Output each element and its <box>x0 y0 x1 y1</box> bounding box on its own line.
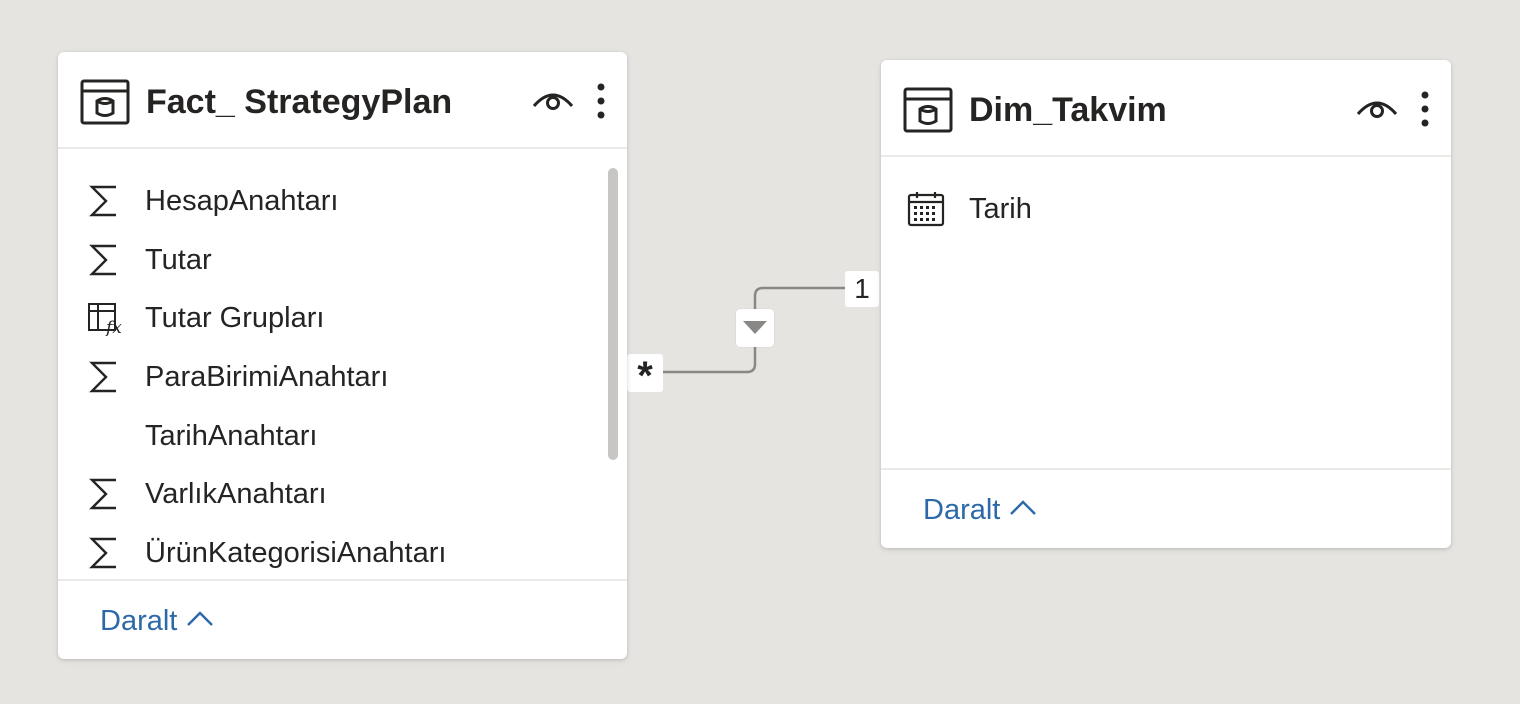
field-label: ParaBirimiAnahtarı <box>145 361 389 393</box>
table-title: Dim_Takvim <box>969 91 1167 129</box>
field-row[interactable]: TarihAnahtarı <box>58 410 607 460</box>
field-label: TarihAnahtarı <box>145 420 318 452</box>
table-card-footer: Daralt <box>58 579 627 659</box>
collapse-button[interactable]: Daralt <box>923 494 1038 527</box>
more-vertical-icon[interactable] <box>1415 90 1435 130</box>
field-label: Tutar Grupları <box>145 302 325 334</box>
field-row[interactable]: Tutar <box>58 234 607 284</box>
scrollbar[interactable] <box>608 168 618 460</box>
field-row[interactable]: Tarih <box>881 183 1431 233</box>
table-icon <box>80 79 130 125</box>
sigma-icon <box>89 361 116 393</box>
sigma-icon <box>89 478 116 510</box>
field-label: HesapAnahtarı <box>145 185 339 217</box>
svg-text:fx: fx <box>104 318 122 336</box>
calculated-column-icon: fx <box>88 303 122 336</box>
cardinality-one-badge: 1 <box>845 271 879 307</box>
eye-icon[interactable] <box>531 86 575 116</box>
more-vertical-icon[interactable] <box>591 82 611 122</box>
table-card-dim-takvim[interactable]: Dim_Takvim Tarih <box>881 60 1451 548</box>
sigma-icon <box>89 244 116 276</box>
table-title: Fact_ StrategyPlan <box>146 83 453 121</box>
sigma-icon <box>89 185 116 217</box>
collapse-button[interactable]: Daralt <box>100 605 215 638</box>
eye-icon[interactable] <box>1355 94 1399 124</box>
chevron-up-icon <box>187 611 214 627</box>
field-row[interactable]: HesapAnahtarı <box>58 175 607 225</box>
field-label: Tutar <box>145 244 212 276</box>
table-card-header[interactable]: Fact_ StrategyPlan <box>58 52 627 149</box>
collapse-label: Daralt <box>923 494 1001 526</box>
cardinality-many-badge: * <box>627 354 663 398</box>
field-label: Tarih <box>969 193 1032 225</box>
field-label: VarlıkAnahtarı <box>145 478 327 510</box>
field-row[interactable]: ParaBirimiAnahtarı <box>58 351 607 401</box>
field-row[interactable]: fx Tutar Grupları <box>58 292 607 342</box>
field-label: ÜrünKategorisiAnahtarı <box>145 537 447 569</box>
field-row[interactable]: ÜrünKategorisiAnahtarı <box>58 527 607 577</box>
collapse-label: Daralt <box>100 605 178 637</box>
field-row[interactable]: VarlıkAnahtarı <box>58 468 607 518</box>
chevron-up-icon <box>1010 500 1037 516</box>
table-card-fact-strategyplan[interactable]: Fact_ StrategyPlan HesapAnahtarı Tutar <box>58 52 627 659</box>
sigma-icon <box>89 537 116 569</box>
calendar-icon <box>907 192 945 227</box>
table-card-header[interactable]: Dim_Takvim <box>881 60 1451 157</box>
table-card-footer: Daralt <box>881 468 1451 548</box>
table-icon <box>903 87 953 133</box>
filter-direction-arrow-icon[interactable] <box>736 309 774 347</box>
